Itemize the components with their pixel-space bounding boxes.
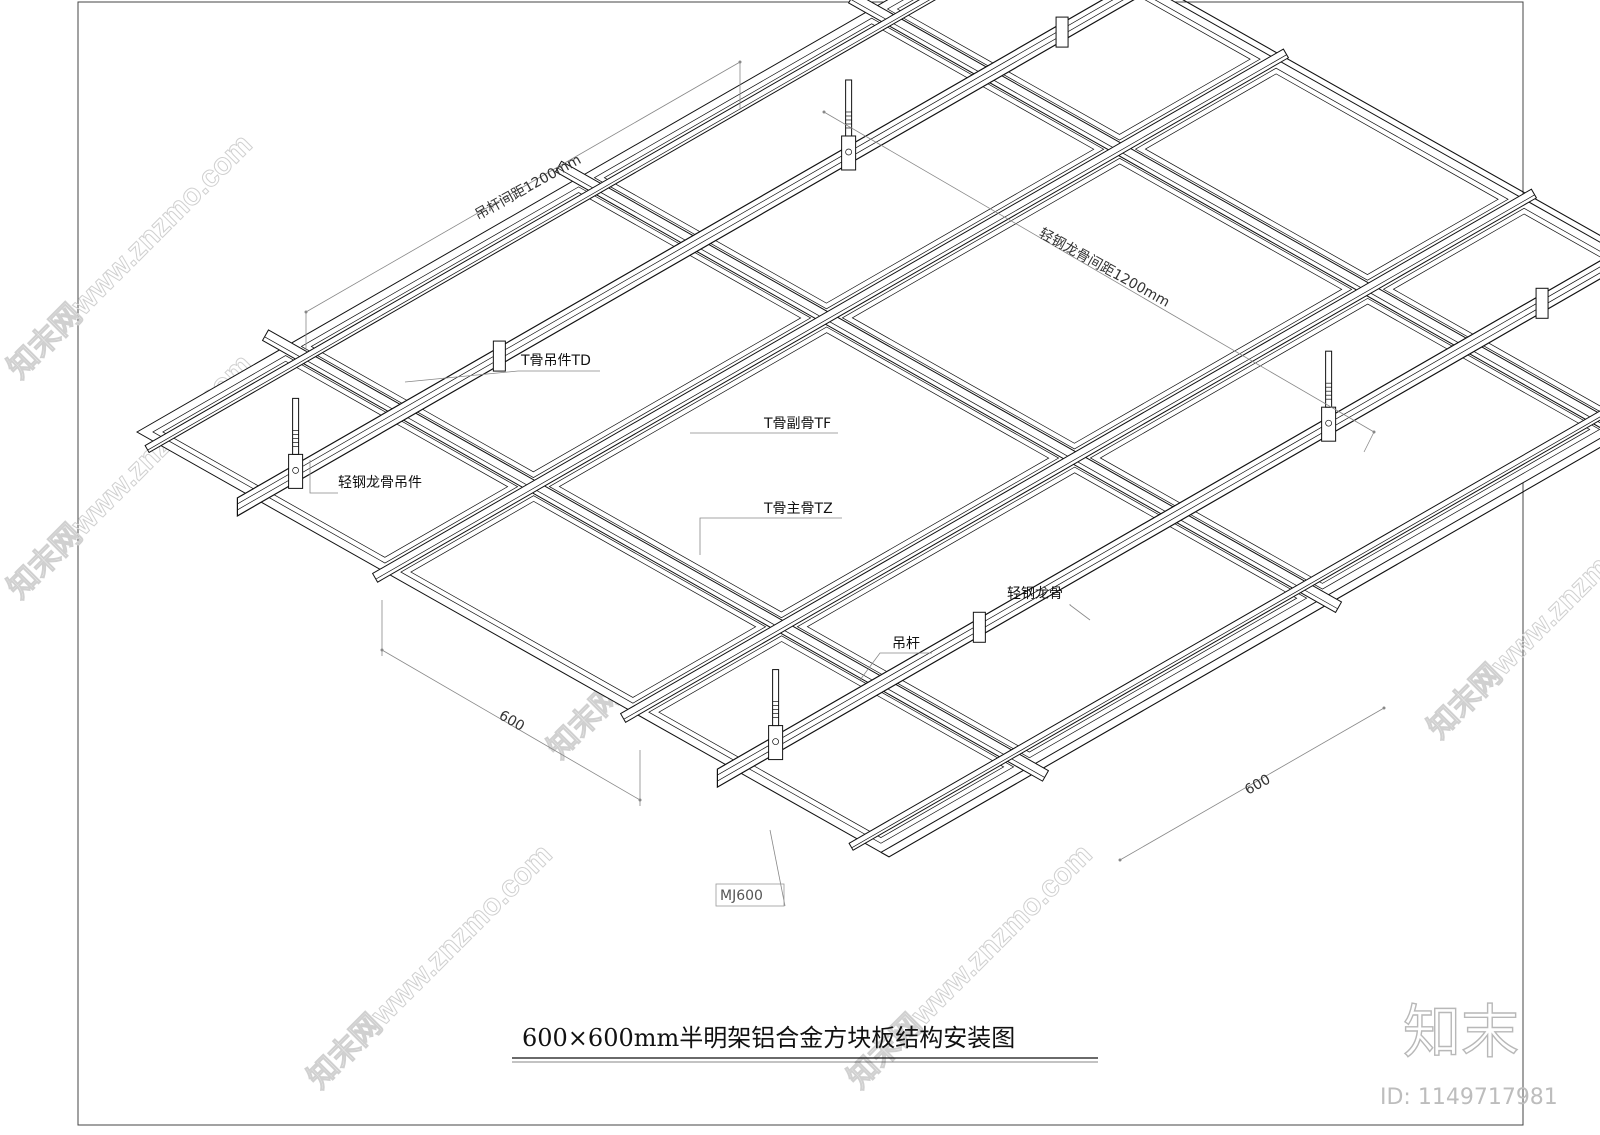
- drawing-title: 600×600mm半明架铝合金方块板结构安装图: [522, 1024, 1015, 1052]
- t-hanger-clip: [1056, 17, 1068, 47]
- dim-panel-width-right: 600: [1242, 772, 1273, 799]
- label-steel-hanger: 轻钢龙骨吊件: [338, 475, 422, 491]
- keel-hanger: [1322, 407, 1336, 441]
- leader-panel-code: [770, 830, 785, 906]
- watermark-text: 知末网www.znzmo.com: [1422, 488, 1600, 745]
- panel-sheet-outline: [137, 0, 1600, 852]
- suspension-rod: [773, 670, 779, 726]
- watermark-text: 知末网www.znzmo.com: [2, 128, 259, 385]
- t-hanger-clip: [973, 612, 985, 642]
- label-rod: 吊杆: [892, 636, 920, 652]
- keel-hanger: [842, 136, 856, 170]
- dim-panel-width-left: 600: [496, 708, 527, 735]
- t-hanger-clip: [1536, 288, 1548, 318]
- brand-logo: 知末: [1403, 998, 1519, 1066]
- suspension-rod: [293, 398, 299, 454]
- label-t-sub: T骨副骨TF: [763, 416, 831, 432]
- dim-line-panel-right-tick: [1119, 859, 1122, 862]
- image-id: ID: 1149717981: [1380, 1085, 1558, 1110]
- label-t-main: T骨主骨TZ: [763, 501, 833, 517]
- watermark-text: 知末网www.znzmo.com: [302, 838, 559, 1095]
- watermark-text: 知末网www.znzmo.com: [842, 838, 1099, 1095]
- dim-line-panel-right-tick: [1383, 707, 1386, 710]
- keel-hanger: [769, 726, 783, 760]
- keel-hanger: [289, 454, 303, 488]
- dim-line-keel-spacing-tick: [823, 111, 826, 114]
- ceiling-panels: [137, 0, 1600, 857]
- t-hanger-clip: [493, 341, 505, 371]
- label-steel-keel: 轻钢龙骨: [1007, 586, 1063, 602]
- label-t-hanger: T骨吊件TD: [520, 353, 591, 369]
- label-panel-code: MJ600: [720, 888, 763, 904]
- suspension-rod: [1326, 351, 1332, 407]
